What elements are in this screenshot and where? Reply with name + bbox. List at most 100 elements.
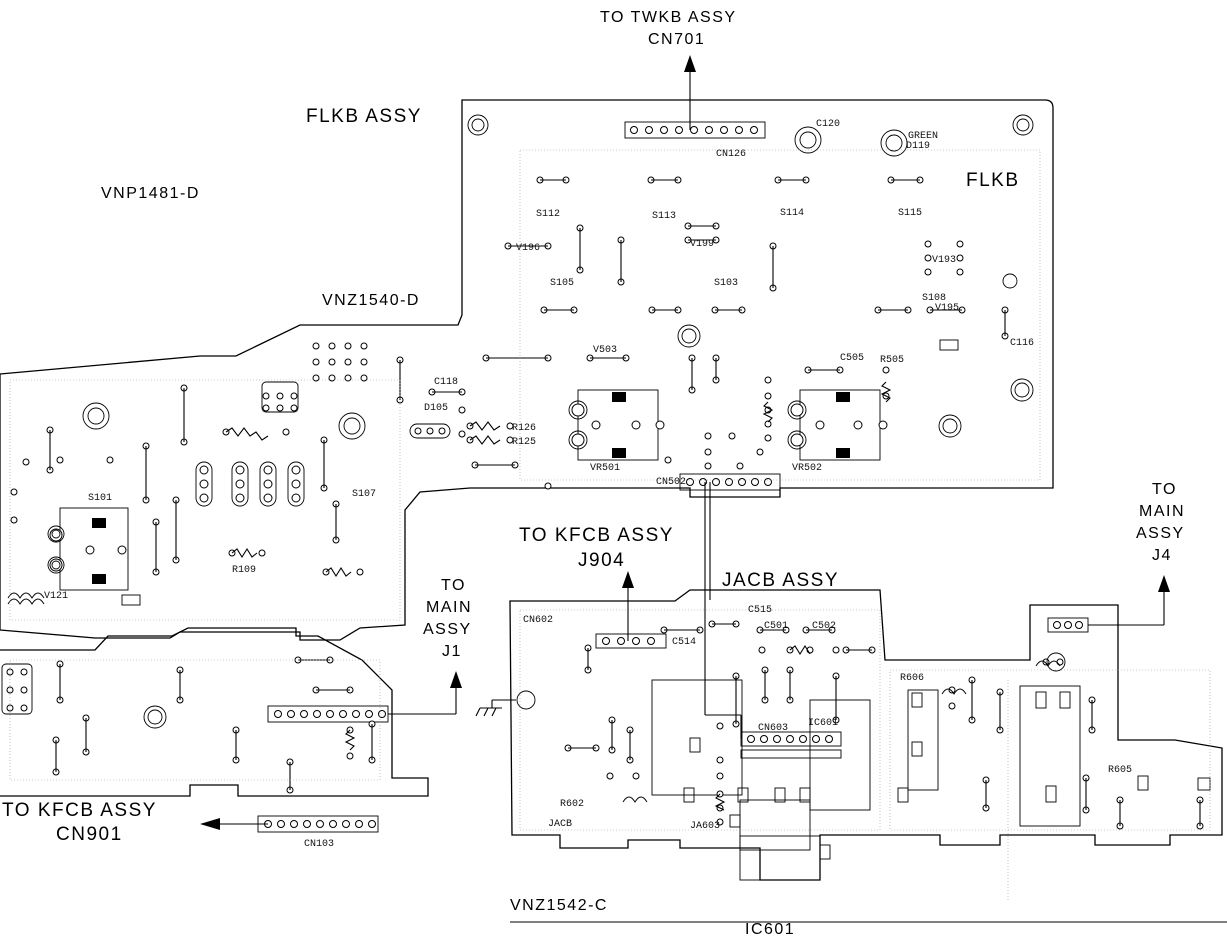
ref-r505: R505 bbox=[880, 355, 904, 366]
ref-c514: C514 bbox=[672, 637, 696, 648]
ref-cn603: CN603 bbox=[758, 723, 788, 734]
ref-v199: V199 bbox=[690, 239, 714, 250]
label-to-main-j1-line1: TO bbox=[441, 577, 466, 594]
label-to-main-j1-line3: ASSY bbox=[423, 621, 472, 638]
ref-s107: S107 bbox=[352, 489, 376, 500]
label-vnp1481: VNP1481-D bbox=[101, 185, 200, 202]
cn502-connector bbox=[679, 473, 781, 491]
label-to-kfcb-j904-line1: TO KFCB ASSY bbox=[519, 525, 674, 546]
ref-s115: S115 bbox=[898, 208, 922, 219]
ref-c120: C120 bbox=[816, 119, 840, 130]
ref-r126: R126 bbox=[512, 423, 536, 434]
ref-v193: V193 bbox=[932, 255, 956, 266]
label-to-main-j4-line3: ASSY bbox=[1136, 525, 1185, 542]
ref-c505: C505 bbox=[840, 353, 864, 364]
cn103-connector bbox=[257, 815, 379, 833]
label-to-kfcb-cn901: TO KFCB ASSY CN901 bbox=[2, 800, 157, 845]
ref-vr501: VR501 bbox=[590, 463, 620, 474]
ref-r109: R109 bbox=[232, 565, 256, 576]
ref-s101: S101 bbox=[88, 493, 112, 504]
leds bbox=[47, 126, 1066, 672]
left-lower-board-outline bbox=[0, 627, 429, 797]
ref-c118: C118 bbox=[434, 377, 458, 388]
label-to-twkb-line1: TO TWKB ASSY bbox=[600, 9, 737, 26]
ref-s114: S114 bbox=[780, 208, 804, 219]
ref-v503: V503 bbox=[593, 345, 617, 356]
ref-v195: V195 bbox=[935, 303, 959, 314]
wire-to-main-j1 bbox=[388, 671, 462, 715]
label-to-kfcb-cn901-line1: TO KFCB ASSY bbox=[2, 800, 157, 821]
ref-c515: C515 bbox=[748, 605, 772, 616]
ref-s113: S113 bbox=[652, 211, 676, 222]
ref-designators: CN126 S112 S113 S114 S115 S105 S103 S108… bbox=[44, 119, 1132, 850]
jacb-jacks bbox=[651, 679, 1211, 881]
ref-r125: R125 bbox=[512, 437, 536, 448]
label-ic601: IC601 bbox=[745, 921, 795, 937]
cn126-connector bbox=[624, 121, 766, 139]
label-to-main-j1-line2: MAIN bbox=[426, 599, 472, 616]
small-pad bbox=[121, 594, 141, 606]
pill-components bbox=[1, 381, 1061, 803]
vr501-switch bbox=[571, 389, 665, 461]
wire-cn502-to-cn603 bbox=[704, 482, 742, 739]
ref-vr601: R605 bbox=[1108, 765, 1132, 776]
ref-s105: S105 bbox=[550, 278, 574, 289]
label-to-main-j1-line4: J1 bbox=[442, 643, 462, 660]
ref-cn103: CN103 bbox=[304, 839, 334, 850]
jacb-board-outline bbox=[509, 589, 1223, 881]
label-to-main-j4-line1: TO bbox=[1152, 481, 1177, 498]
ref-c501: C501 bbox=[764, 621, 788, 632]
s101-switch bbox=[49, 507, 129, 591]
label-to-main-j4: TO MAIN ASSY J4 bbox=[1136, 481, 1185, 564]
wire-to-kfcb-cn901 bbox=[200, 818, 268, 830]
label-to-twkb-line2: CN701 bbox=[648, 31, 705, 48]
label-to-twkb: TO TWKB ASSY CN701 bbox=[600, 9, 737, 48]
label-to-main-j1: TO MAIN ASSY J1 bbox=[423, 577, 472, 660]
vr502-switch bbox=[790, 389, 888, 461]
cn603-connector bbox=[740, 731, 842, 759]
ref-ic601-small: IC601 bbox=[808, 718, 838, 729]
label-vnz1542: VNZ1542-C bbox=[510, 897, 608, 914]
label-to-main-j4-line2: MAIN bbox=[1139, 503, 1185, 520]
label-to-main-j4-line4: J4 bbox=[1152, 547, 1172, 564]
label-to-kfcb-cn901-line2: CN901 bbox=[56, 824, 123, 845]
ref-cn502: CN502 bbox=[656, 477, 686, 488]
label-to-kfcb-j904: TO KFCB ASSY J904 bbox=[519, 525, 674, 571]
component-pads bbox=[6, 176, 1204, 830]
label-flkb-text: FLKB bbox=[966, 170, 1020, 191]
ground-symbol bbox=[475, 699, 516, 717]
wire-to-kfcb-j904 bbox=[622, 571, 634, 641]
ref-s112: S112 bbox=[536, 209, 560, 220]
ref-vr502: VR502 bbox=[792, 463, 822, 474]
cn601-connector bbox=[1047, 617, 1089, 633]
ref-s108: S108 bbox=[922, 293, 946, 304]
cn-left-connector bbox=[267, 705, 389, 723]
ref-ja603: JA603 bbox=[690, 821, 720, 832]
ref-s103: S103 bbox=[714, 278, 738, 289]
ref-r602: R602 bbox=[560, 799, 584, 810]
resistors bbox=[225, 381, 892, 811]
wire-to-twkb bbox=[684, 55, 696, 130]
ref-cn602: CN602 bbox=[523, 615, 553, 626]
ref-c502: C502 bbox=[812, 621, 836, 632]
ref-d105: D105 bbox=[424, 403, 448, 414]
led-pad bbox=[939, 339, 959, 351]
label-jacb-assy: JACB ASSY bbox=[722, 570, 839, 591]
ref-d119: D119 bbox=[906, 141, 930, 152]
mounting-holes bbox=[143, 114, 1034, 729]
flkb-board-outline bbox=[0, 99, 1054, 641]
ref-green: GREEN bbox=[908, 131, 938, 142]
label-flkb-assy: FLKB ASSY bbox=[306, 106, 422, 127]
ref-c116: C116 bbox=[1010, 338, 1034, 349]
leads bbox=[49, 179, 1201, 826]
label-vnz1540: VNZ1540-D bbox=[322, 292, 420, 309]
ref-r605: R606 bbox=[900, 673, 924, 684]
ref-jacb: JACB bbox=[548, 819, 572, 830]
ref-cn126: CN126 bbox=[716, 149, 746, 160]
silkscreen-texture bbox=[9, 149, 1211, 900]
wire-to-main-j4 bbox=[1088, 575, 1170, 626]
label-to-kfcb-j904-line2: J904 bbox=[578, 550, 625, 571]
ref-v196: V196 bbox=[516, 243, 540, 254]
ref-v121: V121 bbox=[44, 591, 68, 602]
